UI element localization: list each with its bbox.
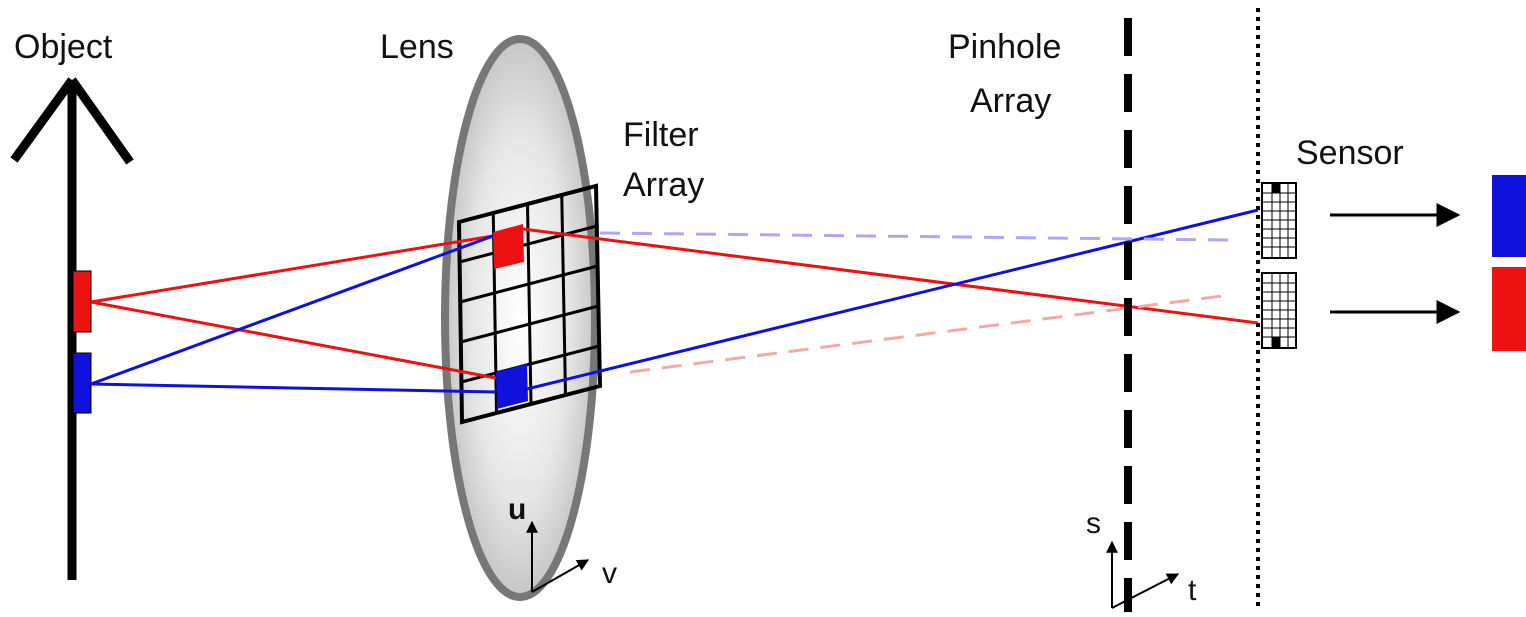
rays-object-to-lens: [90, 234, 497, 394]
filter-grid-row-line: [460, 304, 599, 344]
sensor-label: Sensor: [1296, 134, 1404, 172]
lens-v-label: v: [602, 557, 617, 590]
pinhole-t-label: t: [1188, 574, 1197, 607]
rays-lens-to-sensor: [522, 208, 1259, 391]
filter-grid-row-line: [459, 264, 598, 304]
filter-blue-cell: [496, 364, 528, 409]
filter-array-label-line2: Array: [623, 166, 705, 204]
lens-u-label: u: [508, 493, 527, 526]
lens-uv-axes: [526, 520, 590, 593]
filter-red-cell: [493, 224, 524, 269]
filter-grid-col-line: [560, 194, 567, 396]
lens: [441, 35, 599, 601]
sensor-pixel-block-top: [1261, 182, 1297, 259]
object-label: Object: [14, 28, 113, 66]
filter-grid-row-line: [459, 224, 598, 264]
object-arrow: [10, 77, 134, 580]
object-blue-patch: [72, 352, 92, 414]
sensor-pixel-block-bottom: [1261, 272, 1297, 349]
output-blue-swatch: [1492, 175, 1526, 257]
filter-grid-col-line: [526, 203, 533, 405]
lens-label: Lens: [380, 28, 454, 66]
pinhole-s-label: s: [1086, 507, 1101, 540]
pinhole-array-label-line1: Pinhole: [948, 28, 1062, 66]
pinhole-array-label-line2: Array: [970, 82, 1052, 120]
pinhole-st-axes: [1106, 540, 1180, 609]
object-red-patch: [72, 270, 92, 333]
filter-array-label-line1: Filter: [623, 116, 699, 154]
output-red-swatch: [1492, 267, 1526, 351]
